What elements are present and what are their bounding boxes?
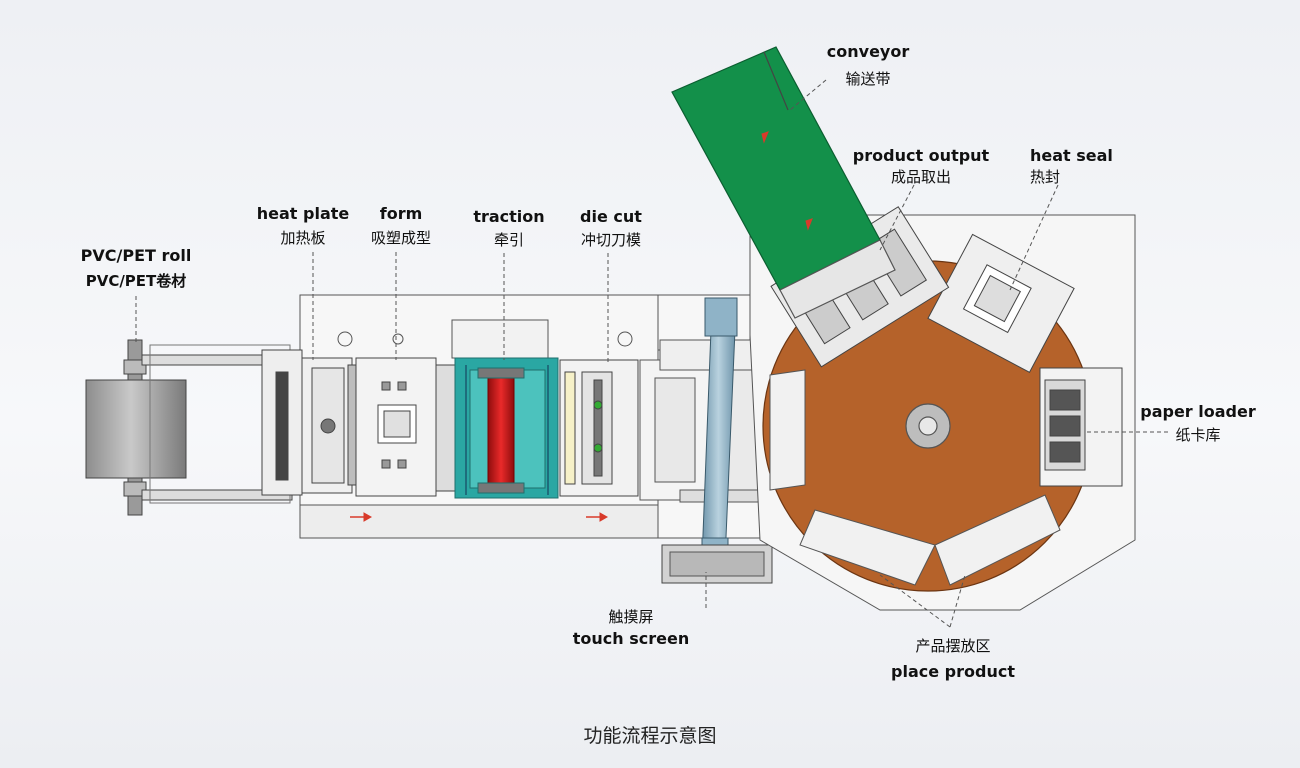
paper-loader-unit bbox=[1039, 367, 1123, 487]
label-die-cut-en: die cut bbox=[580, 207, 642, 226]
label-heat-seal-en: heat seal bbox=[1030, 146, 1113, 165]
touch-screen-arm bbox=[661, 297, 773, 584]
label-heat-plate: heat plate 加热板 bbox=[253, 206, 353, 246]
label-touch-screen-en: touch screen bbox=[572, 629, 690, 648]
label-traction-zh: 牵引 bbox=[493, 231, 524, 249]
leader-lines bbox=[135, 79, 1168, 628]
product-trays bbox=[769, 369, 1061, 586]
label-pvc-roll: PVC/PET roll PVC/PET卷材 bbox=[76, 248, 196, 289]
figure-caption: 功能流程示意图 bbox=[583, 725, 717, 747]
label-touch-screen-zh: 触摸屏 bbox=[608, 608, 654, 626]
label-heat-seal-zh: 热封 bbox=[1030, 168, 1061, 186]
label-paper-loader-en: paper loader bbox=[1140, 402, 1256, 421]
traction-unit bbox=[454, 357, 559, 499]
label-place-product-zh: 产品摆放区 bbox=[915, 637, 991, 655]
label-heat-plate-zh: 加热板 bbox=[280, 229, 326, 247]
label-conveyor: conveyor 输送带 bbox=[822, 44, 914, 87]
label-touch-screen: 触摸屏 touch screen bbox=[568, 610, 694, 647]
heat-plate-unit bbox=[301, 357, 357, 494]
flow-arrows bbox=[350, 131, 813, 522]
label-conveyor-en: conveyor bbox=[826, 42, 910, 61]
die-cut-unit bbox=[559, 359, 639, 497]
label-die-cut-zh: 冲切刀模 bbox=[580, 231, 641, 249]
label-paper-loader-zh: 纸卡库 bbox=[1175, 426, 1221, 444]
label-product-output: product output 成品取出 bbox=[849, 148, 993, 185]
label-place-product-en: place product bbox=[891, 662, 1015, 681]
label-product-output-zh: 成品取出 bbox=[890, 168, 951, 186]
label-paper-loader: paper loader 纸卡库 bbox=[1136, 404, 1260, 443]
label-heat-seal: heat seal 热封 bbox=[1030, 148, 1122, 185]
label-form-zh: 吸塑成型 bbox=[370, 229, 431, 247]
label-form-en: form bbox=[379, 204, 423, 223]
label-pvc-roll-en: PVC/PET roll bbox=[80, 246, 192, 265]
label-traction: traction 牵引 bbox=[467, 209, 551, 248]
label-place-product: 产品摆放区 place product bbox=[886, 639, 1020, 680]
label-form: form 吸塑成型 bbox=[356, 206, 446, 246]
conveyor-belt bbox=[671, 46, 896, 319]
form-unit bbox=[355, 357, 459, 497]
label-die-cut: die cut 冲切刀模 bbox=[564, 209, 658, 248]
label-pvc-roll-zh: PVC/PET卷材 bbox=[85, 272, 187, 290]
pvc-roll bbox=[85, 339, 303, 516]
label-product-output-en: product output bbox=[852, 146, 990, 165]
label-traction-en: traction bbox=[473, 207, 545, 226]
label-conveyor-zh: 输送带 bbox=[845, 70, 891, 88]
label-heat-plate-en: heat plate bbox=[256, 204, 350, 223]
